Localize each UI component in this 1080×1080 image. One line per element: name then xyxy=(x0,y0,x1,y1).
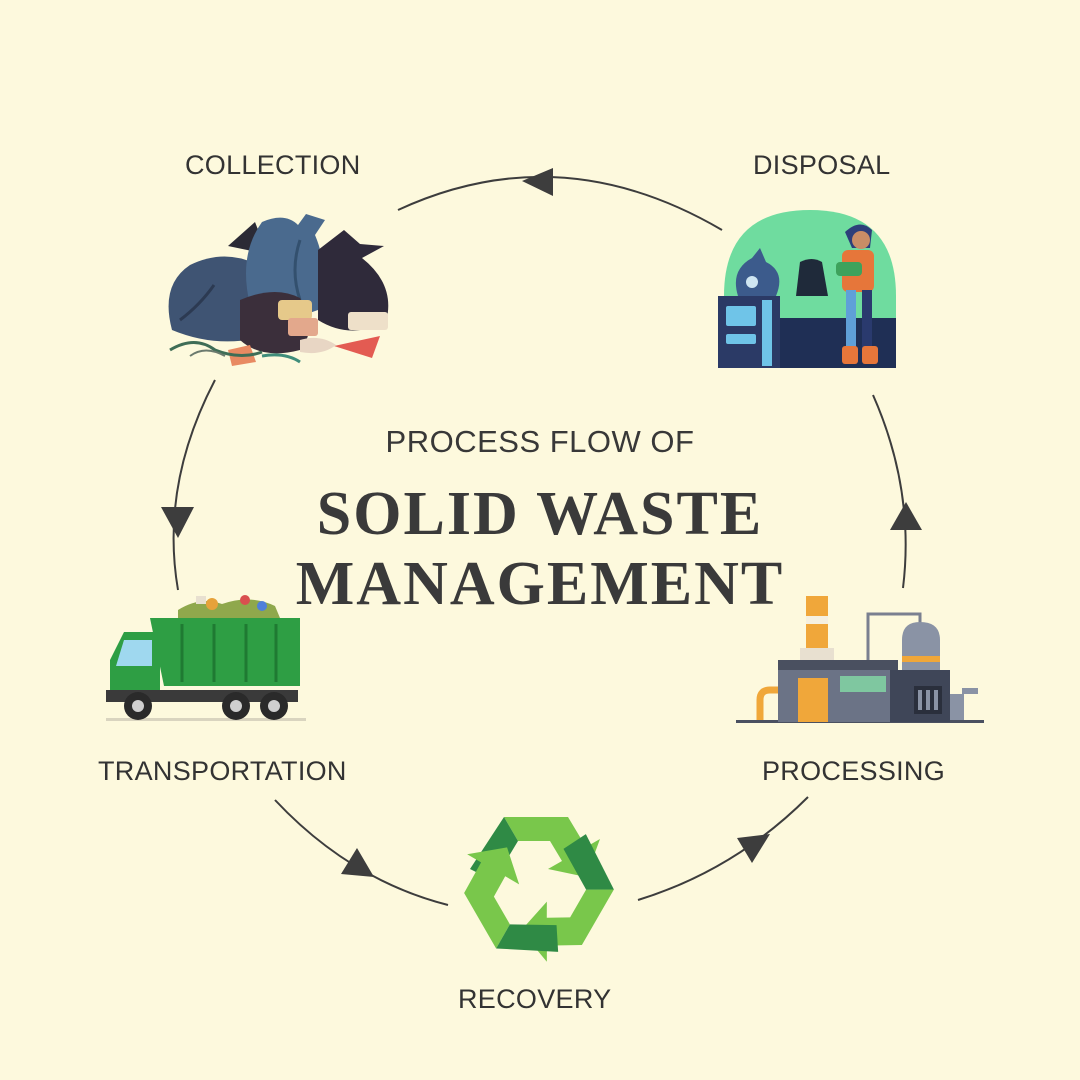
arc-disposal-to-collection xyxy=(397,175,723,231)
arc-processing-to-disposal xyxy=(872,394,907,589)
recycle-arrow-3 xyxy=(464,847,559,952)
arrowhead-bottom-right xyxy=(737,834,770,863)
arrowhead-right xyxy=(890,502,922,530)
title-line-2: MANAGEMENT xyxy=(295,550,785,618)
title-line-1: SOLID WASTE xyxy=(316,480,764,548)
arrowhead-top xyxy=(522,168,553,196)
arrowhead-bottom-left xyxy=(341,848,374,877)
stage-label-transportation: TRANSPORTATION xyxy=(98,756,347,786)
title-kicker: PROCESS FLOW OF xyxy=(385,424,695,459)
stage-label-recovery: RECOVERY xyxy=(458,984,612,1014)
arrowhead-left xyxy=(161,507,194,538)
stage-label-collection: COLLECTION xyxy=(185,150,361,180)
stage-label-disposal: DISPOSAL xyxy=(753,150,891,180)
arc-recovery-to-processing xyxy=(637,796,809,901)
arc-collection-to-transportation xyxy=(172,379,216,591)
stage-label-processing: PROCESSING xyxy=(762,756,946,786)
